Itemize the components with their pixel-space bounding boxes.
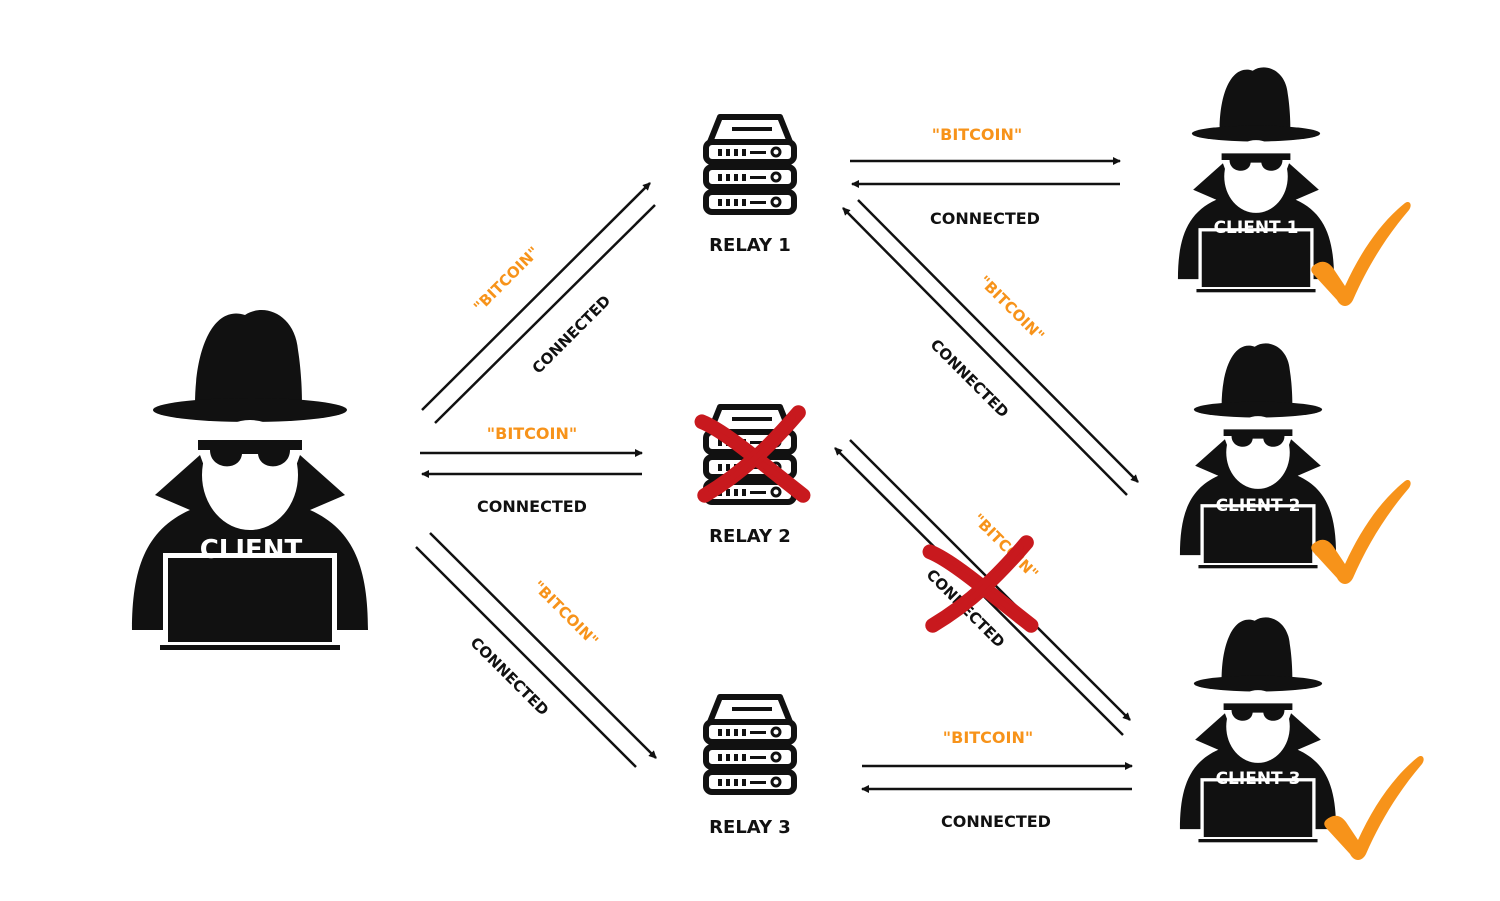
reply-label: CONNECTED (930, 209, 1040, 228)
relay-1: RELAY 1 (706, 117, 794, 256)
link-relay2-client3: "BITCOIN" CONNECTED (834, 439, 1131, 736)
sender-client-label: CLIENT (200, 535, 303, 565)
spy-icon (1179, 343, 1337, 569)
reply-arrow (842, 207, 1128, 496)
recipient-client-1: CLIENT 1 (1177, 67, 1411, 306)
reply-line (434, 204, 656, 424)
recipient-client-3-label: CLIENT 3 (1216, 769, 1301, 789)
message-label: "BITCOIN" (943, 728, 1033, 747)
check-icon (1324, 755, 1424, 860)
relay-3: RELAY 3 (706, 697, 794, 838)
reply-label: CONNECTED (941, 812, 1051, 831)
recipient-client-2: CLIENT 2 (1179, 343, 1411, 584)
recipient-client-1-label: CLIENT 1 (1214, 218, 1299, 238)
message-arrow (429, 532, 657, 759)
reply-label: CONNECTED (529, 292, 615, 378)
message-label: "BITCOIN" (470, 243, 543, 316)
link-relay3-client3: "BITCOIN" CONNECTED (861, 728, 1133, 831)
sender-client: CLIENT (132, 310, 368, 650)
reply-label: CONNECTED (927, 336, 1013, 422)
message-label: "BITCOIN" (529, 577, 602, 650)
server-icon (706, 697, 794, 792)
relay-2-label: RELAY 2 (709, 526, 791, 547)
reply-label: CONNECTED (467, 634, 553, 720)
message-label: "BITCOIN" (975, 272, 1048, 345)
spy-icon (1177, 67, 1335, 293)
reply-label: CONNECTED (477, 497, 587, 516)
link-client-relay3: "BITCOIN" CONNECTED (415, 532, 657, 768)
spy-icon (132, 310, 368, 650)
message-arrow (857, 199, 1139, 483)
message-label: "BITCOIN" (932, 125, 1022, 144)
spy-icon (1179, 617, 1337, 843)
relay-1-label: RELAY 1 (709, 235, 791, 256)
reply-line (415, 546, 637, 768)
recipient-client-2-label: CLIENT 2 (1216, 496, 1301, 516)
relay-2: RELAY 2 (702, 407, 803, 547)
link-relay1-client1: "BITCOIN" CONNECTED (850, 125, 1121, 228)
link-client-relay2: "BITCOIN" CONNECTED (420, 424, 643, 516)
message-label: "BITCOIN" (487, 424, 577, 443)
message-arrow (421, 182, 651, 411)
relay-3-label: RELAY 3 (709, 817, 791, 838)
link-relay1-client2: "BITCOIN" CONNECTED (842, 199, 1139, 496)
server-icon (706, 117, 794, 212)
recipient-client-3: CLIENT 3 (1179, 617, 1424, 860)
link-client-relay1: "BITCOIN" CONNECTED (421, 182, 656, 424)
